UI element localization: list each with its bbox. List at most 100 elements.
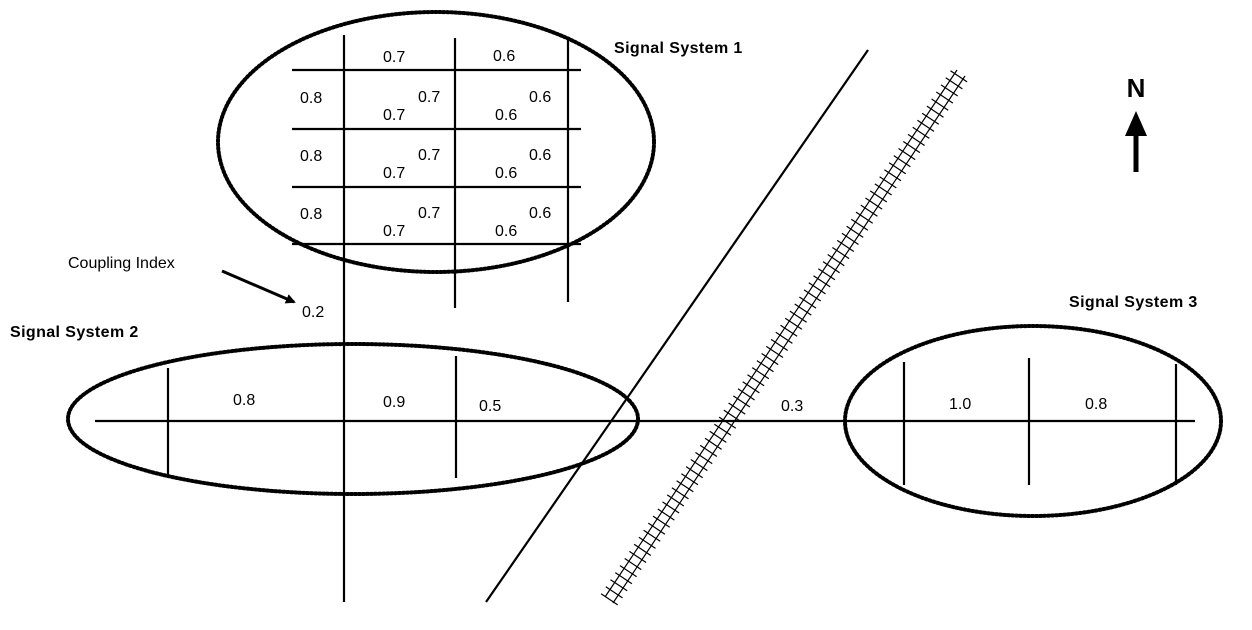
railroad-tie	[600, 593, 619, 606]
railroad-tie	[935, 91, 954, 104]
grid-index: 0.6	[495, 165, 517, 182]
diagonal-road	[485, 49, 869, 603]
railroad-tie	[732, 395, 751, 408]
railroad-tie	[808, 282, 826, 295]
grid-index: 0.7	[383, 107, 405, 124]
railroad-tie	[652, 515, 671, 528]
main-road-index: 0.5	[479, 398, 501, 415]
railroad-tie	[718, 416, 737, 429]
main-road-index: 0.3	[781, 398, 803, 415]
railroad-tie	[940, 84, 959, 97]
grid-top-index: 0.7	[383, 49, 405, 66]
railroad-tie	[756, 360, 774, 373]
railroad-tie	[709, 430, 727, 443]
railroad	[600, 69, 968, 606]
railroad-tie	[893, 155, 911, 168]
grid-top-index: 0.6	[493, 48, 515, 65]
grid-index: 0.6	[529, 147, 551, 164]
railroad-tie	[799, 296, 817, 309]
grid-index: 0.7	[418, 89, 440, 106]
railroad-tie	[780, 324, 798, 337]
railroad-tie	[822, 261, 840, 274]
north-arrow-icon	[1125, 111, 1147, 136]
grid-coupling-indices: 0.7 0.6 0.8 0.7 0.7 0.6 0.6 0.8 0.7 0.7 …	[300, 48, 551, 240]
railroad-tie	[624, 558, 642, 571]
railroad-tie	[841, 232, 859, 245]
railroad-tie	[619, 565, 637, 578]
railroad-tie	[751, 367, 770, 380]
railroad-tie	[614, 572, 633, 585]
railroad-tie	[723, 409, 741, 422]
signal-system-2-boundary	[66, 342, 640, 496]
railroad-tie	[662, 501, 680, 514]
main-road-index: 0.8	[233, 392, 255, 409]
railroad-tie	[907, 133, 925, 146]
north-arrow: N	[1125, 73, 1147, 172]
railroad-tie	[728, 402, 746, 415]
railroad-tie	[898, 148, 916, 161]
railroad-tie	[747, 374, 765, 387]
signal-system-1-boundary	[216, 10, 656, 274]
railroad-tie	[855, 211, 874, 224]
railroad-tie	[860, 204, 878, 217]
coupling-index-value: 0.2	[302, 304, 324, 321]
railroad-tie	[789, 310, 807, 323]
railroad-tie	[761, 353, 779, 366]
railroad-tie	[836, 239, 855, 252]
coupling-index-arrow	[221, 269, 296, 304]
railroad-tie	[775, 331, 793, 344]
railroad-tie	[629, 550, 647, 563]
signal-system-3-title: Signal System 3	[1069, 294, 1198, 311]
railroad-tie	[912, 126, 930, 139]
grid-index: 0.7	[418, 205, 440, 222]
railroad-tie	[765, 345, 784, 358]
grid-index: 0.6	[495, 223, 517, 240]
main-road-index: 1.0	[949, 396, 971, 413]
grid-index: 0.6	[529, 205, 551, 222]
main-road-index: 0.9	[383, 394, 405, 411]
railroad-tie	[874, 183, 892, 196]
railroad-tie	[902, 141, 921, 154]
grid-index: 0.7	[418, 147, 440, 164]
railroad-tie	[803, 289, 822, 302]
grid-index: 0.8	[300, 206, 322, 223]
railroad-tie	[950, 70, 968, 83]
grid-index: 0.8	[300, 148, 322, 165]
railroad-tie	[813, 275, 831, 288]
railroad-tie	[690, 459, 708, 472]
grid-index: 0.7	[383, 223, 405, 240]
north-label: N	[1127, 73, 1146, 103]
grid-index: 0.7	[383, 165, 405, 182]
railroad-tie	[605, 586, 623, 599]
railroad-tie	[666, 494, 685, 507]
railroad-tie	[879, 176, 897, 189]
railroad-tie	[884, 169, 902, 182]
railroad-tie	[685, 466, 704, 479]
railroad-tie	[926, 105, 944, 118]
railroad-tie	[832, 247, 850, 260]
railroad-tie	[643, 529, 661, 542]
main-road-coupling-indices: 0.8 0.9 0.5 0.3 1.0 0.8	[233, 392, 1107, 415]
railroad-tie	[794, 303, 812, 316]
railroad-tie	[633, 543, 652, 556]
railroad-tie	[850, 218, 869, 231]
railroad-tie	[676, 480, 694, 493]
railroad-tie	[737, 388, 755, 401]
railroad-tie	[917, 119, 935, 132]
signal-system-1-title: Signal System 1	[614, 40, 743, 57]
railroad-tie	[638, 536, 656, 549]
main-road-index: 0.8	[1085, 396, 1107, 413]
railroad-tie	[945, 77, 963, 90]
railroad-tie	[827, 254, 845, 267]
railroad-tie	[695, 452, 713, 465]
coupling-index-label: Coupling Index	[68, 255, 175, 272]
railroad-tie	[865, 197, 883, 210]
railroad-tie	[770, 338, 789, 351]
railroad-tie	[704, 437, 722, 450]
railroad-tie	[681, 473, 699, 486]
railroad-tie	[921, 112, 940, 125]
grid-index: 0.6	[495, 107, 517, 124]
railroad-tie	[846, 225, 864, 238]
railroad-tie	[610, 579, 628, 592]
